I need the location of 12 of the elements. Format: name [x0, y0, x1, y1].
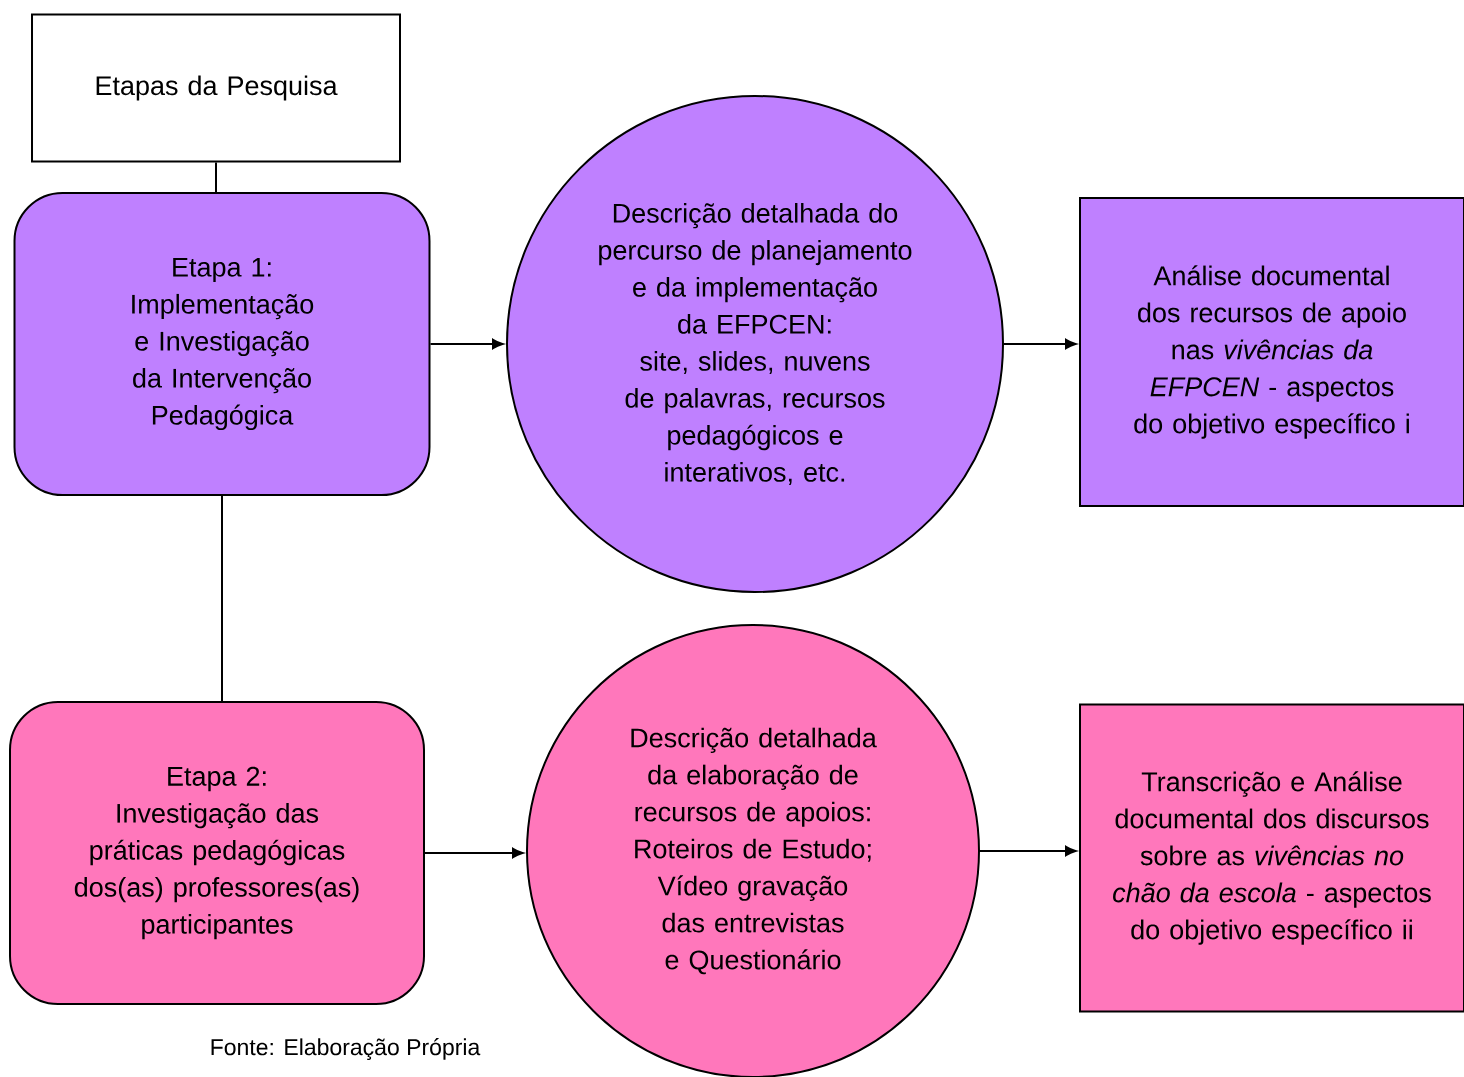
arrow: [979, 845, 1077, 857]
stage-box: Etapa 2: Investigação das práticas pedagógicas dos(as) professores(as) participantes: [9, 701, 425, 1005]
caption: Fonte: Elaboração Própria: [211, 1038, 481, 1060]
title-box: Etapas da Pesquisa: [31, 13, 401, 163]
arrow: [424, 847, 524, 859]
arrow: [429, 338, 504, 350]
stage-box: Etapa 1: Implementação e Investigação da Intervenção Pedagógica: [13, 192, 431, 496]
connector-line: [215, 161, 217, 193]
analysis-box: Transcrição e Análise documental dos discursos sobre as vivências no chão da escola - aspectos do objetivo específico ii: [1079, 703, 1464, 1013]
arrow: [1003, 338, 1077, 350]
connector-line: [221, 495, 223, 702]
analysis-box: Análise documental dos recursos de apoio nas vivências da EFPCEN - aspectos do objetivo específico i: [1079, 197, 1464, 507]
